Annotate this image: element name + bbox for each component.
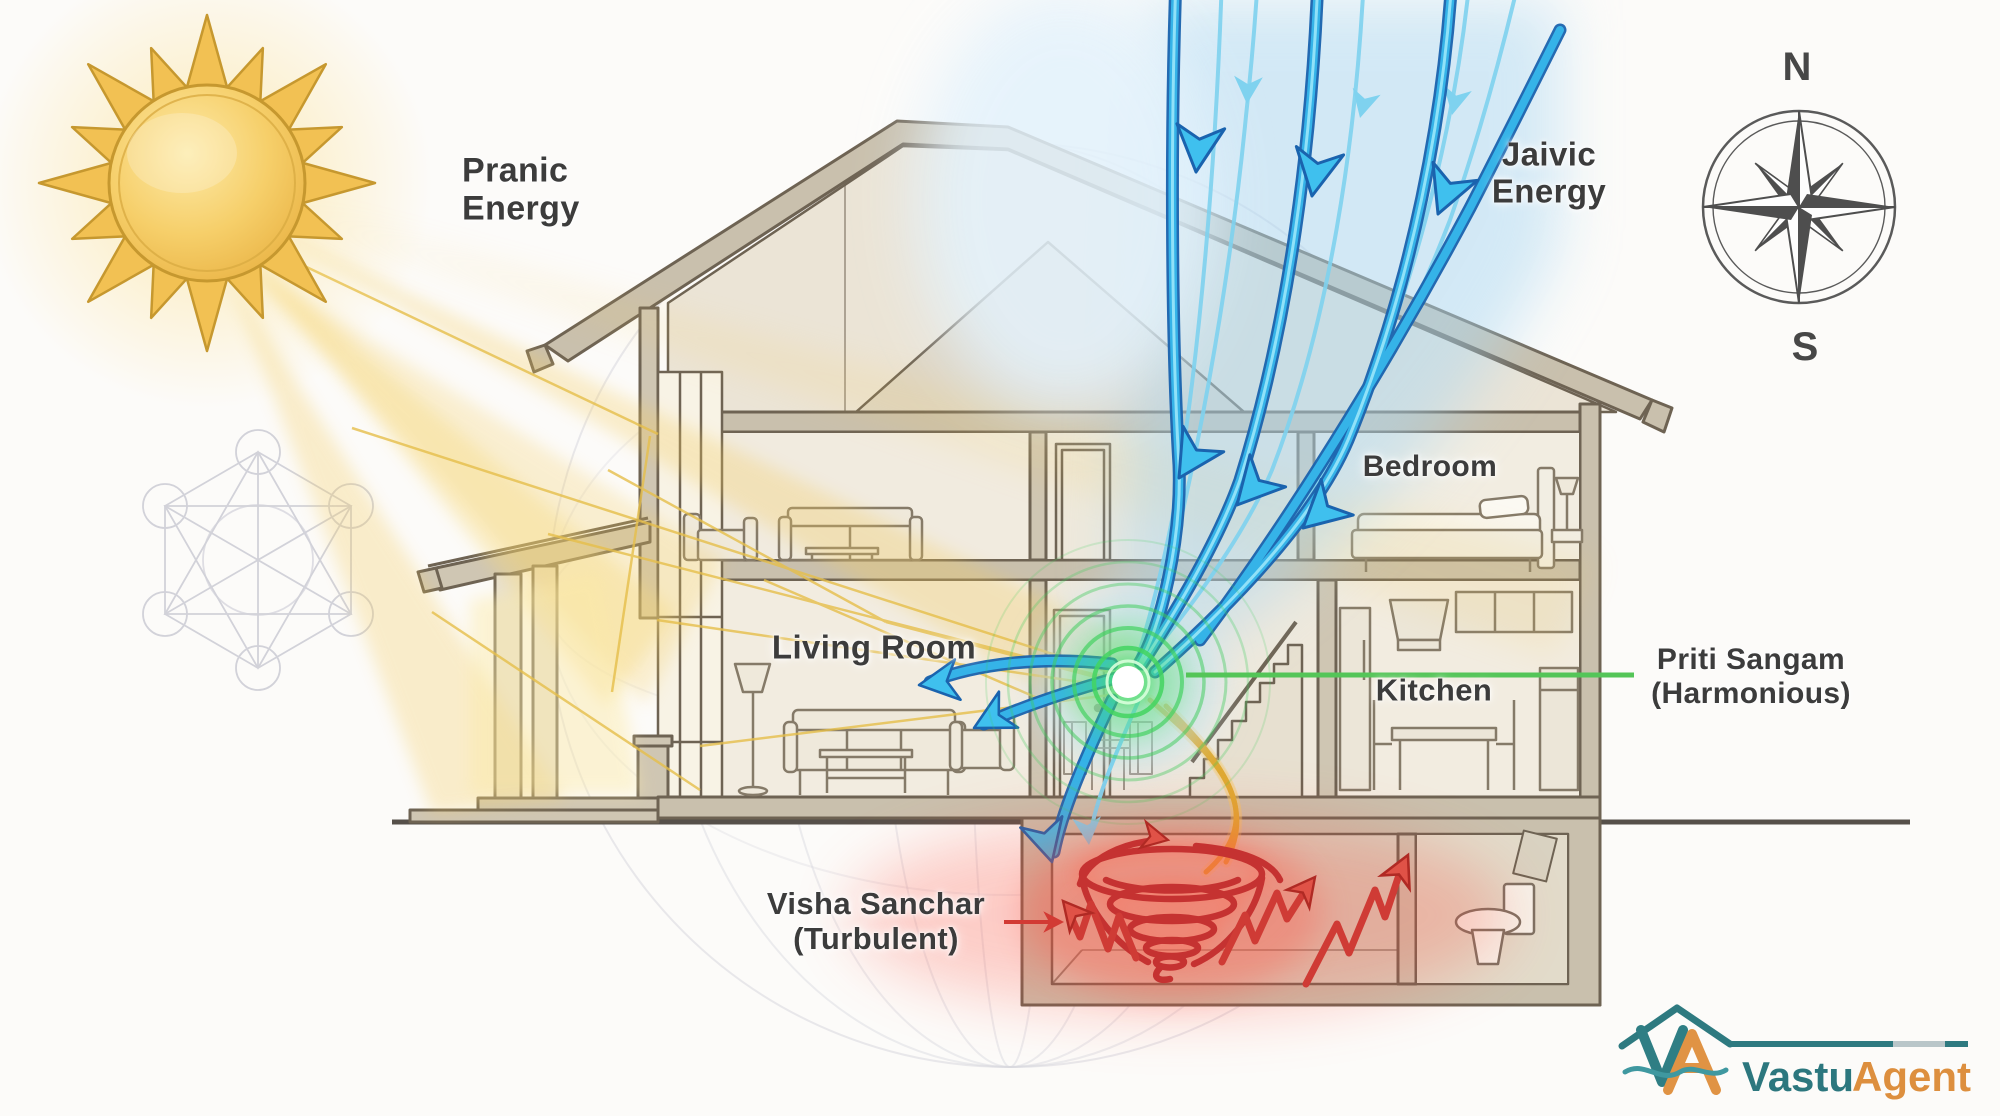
sun-icon	[0, 0, 432, 408]
pranic-energy-label: Pranic Energy	[462, 152, 580, 229]
priti-sangam-name: Priti Sangam	[1656, 643, 1846, 677]
visha-sanchar-qualifier: (Turbulent)	[793, 921, 959, 956]
visha-sanchar-leader-line	[1004, 911, 1064, 933]
staircase	[1188, 620, 1304, 799]
harmonious-energy-point-icon	[985, 539, 1271, 825]
jaivic-energy-label: Jaivic Energy	[1492, 136, 1606, 211]
logo-word-vastu: Vastu	[1742, 1053, 1854, 1100]
compass-north-label: N	[1783, 45, 1812, 89]
jaivic-energy-line1: Jaivic	[1501, 135, 1597, 173]
priti-sangam-label: Priti Sangam (Harmonious)	[1651, 643, 1851, 711]
pranic-energy-line2: Energy	[462, 190, 580, 228]
bedroom-label: Bedroom	[1362, 450, 1498, 484]
turbulent-vortex-icon	[850, 815, 1510, 1015]
vastu-agent-logo-icon	[1618, 1004, 1968, 1095]
compass-south-label: S	[1792, 325, 1819, 369]
logo-word-agent: Agent	[1852, 1053, 1971, 1100]
visha-sanchar-name: Visha Sanchar	[766, 885, 986, 921]
priti-sangam-qualifier: (Harmonious)	[1651, 677, 1851, 710]
jaivic-energy-line2: Energy	[1491, 173, 1607, 210]
visha-sanchar-label: Visha Sanchar (Turbulent)	[767, 886, 985, 956]
kitchen-label: Kitchen	[1375, 672, 1493, 708]
living-room-label: Living Room	[771, 628, 977, 666]
pranic-energy-line1: Pranic	[462, 151, 569, 190]
jaivic-energy-streams	[914, 0, 1567, 869]
compass-rose-icon	[1701, 109, 1897, 305]
